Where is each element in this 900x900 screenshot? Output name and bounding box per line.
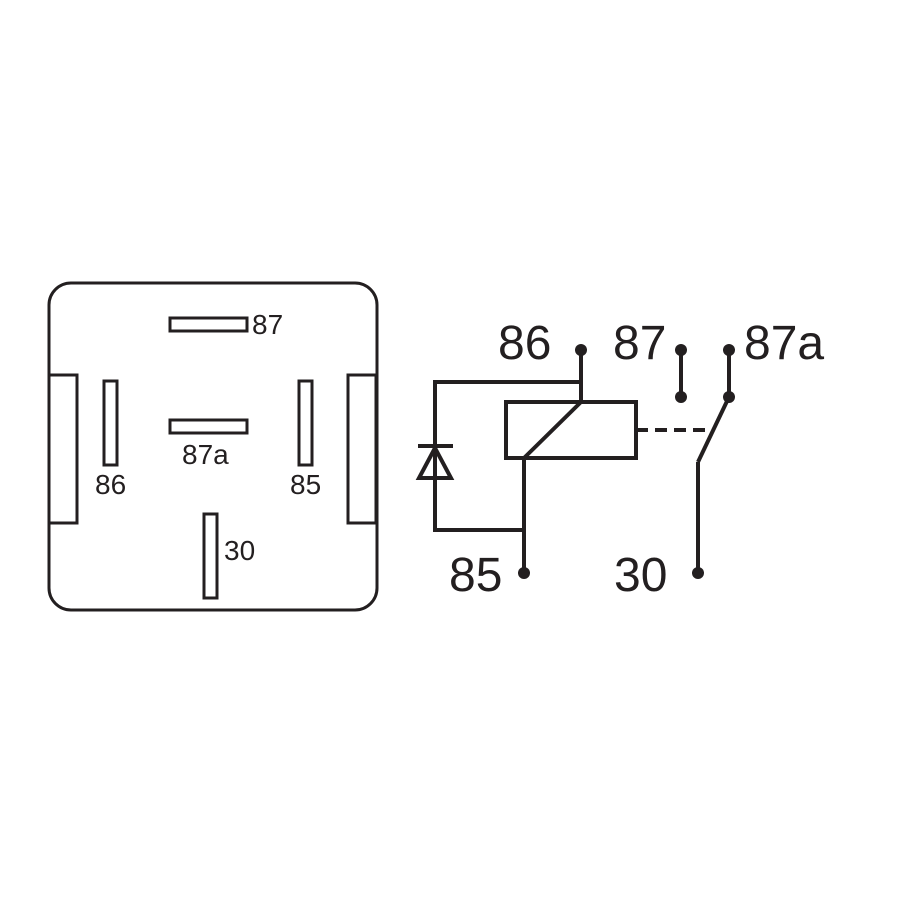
left-mounting-tab [47, 373, 79, 525]
node-87-contact [675, 391, 687, 403]
pinout-label-86: 86 [95, 469, 126, 500]
relay-pinout: 87 87a 86 85 30 [47, 281, 379, 612]
node-87a [723, 344, 735, 356]
node-87a-contact [723, 391, 735, 403]
terminal-85 [297, 379, 314, 467]
terminal-30 [202, 512, 219, 600]
node-87 [675, 344, 687, 356]
node-30 [692, 567, 704, 579]
switch-arm [696, 396, 731, 463]
coil-diagonal [522, 400, 583, 460]
schematic-label-30: 30 [614, 549, 667, 602]
terminal-87a [168, 418, 249, 435]
schematic-label-86: 86 [498, 317, 551, 370]
terminal-87 [168, 316, 249, 333]
pinout-label-87a: 87a [182, 439, 229, 470]
schematic-label-85: 85 [449, 549, 502, 602]
terminal-86 [102, 379, 119, 467]
schematic-label-87: 87 [613, 317, 666, 370]
node-86 [575, 344, 587, 356]
pinout-label-85: 85 [290, 469, 321, 500]
node-85 [518, 567, 530, 579]
flyback-diode [415, 443, 455, 480]
right-mounting-tab [346, 373, 378, 525]
pinout-label-87: 87 [252, 309, 283, 340]
relay-schematic: 86 87 87a 85 30 [415, 317, 824, 602]
wire-86-to-diode [433, 350, 583, 532]
pinout-label-30: 30 [224, 535, 255, 566]
schematic-label-87a: 87a [744, 317, 824, 370]
